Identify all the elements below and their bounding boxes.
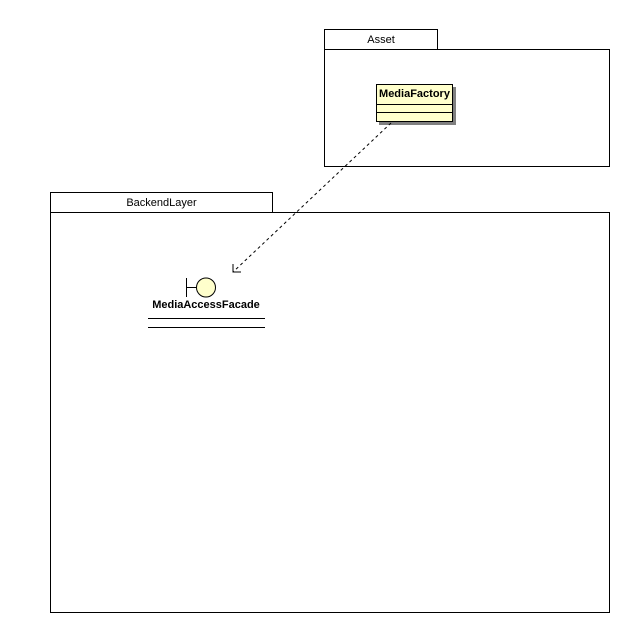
package-label-backendlayer: BackendLayer <box>126 196 197 209</box>
class-mediafactory-attributes-compartment <box>377 105 452 113</box>
class-mediafactory-name: MediaFactory <box>377 85 452 105</box>
class-mediafactory-operations-compartment <box>377 113 452 121</box>
interface-label-mediaaccessfacade: MediaAccessFacade <box>152 299 260 311</box>
class-mediafactory[interactable]: MediaFactory <box>376 84 453 122</box>
package-label-asset: Asset <box>367 33 395 46</box>
package-tab-asset[interactable]: Asset <box>324 29 438 50</box>
package-body-asset[interactable] <box>324 49 610 167</box>
package-body-backendlayer[interactable] <box>50 212 610 613</box>
package-tab-backendlayer[interactable]: BackendLayer <box>50 192 273 213</box>
